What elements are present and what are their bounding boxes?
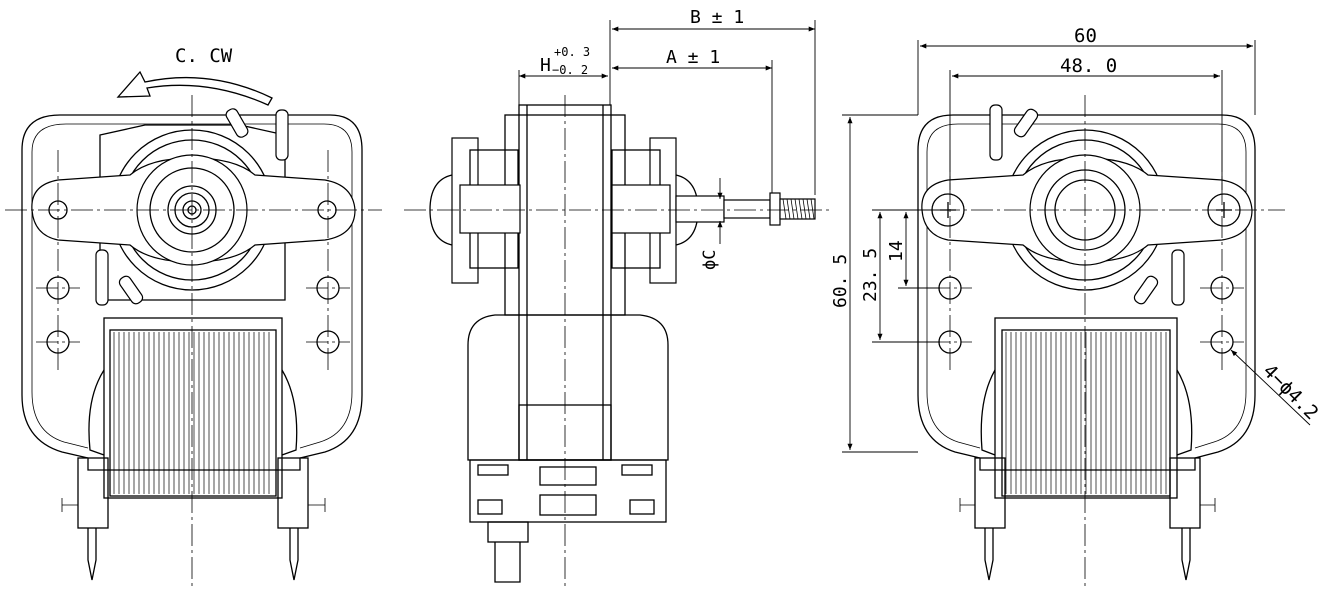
rotation-arrow [116,70,273,106]
shaft-thread [798,198,803,220]
dim-height-mid: 23. 5 [860,248,881,302]
rear-view: 60 48. 0 60. 5 23. 5 14 4−ϕ4.2 [830,25,1323,590]
rotation-label: C. CW [175,45,233,67]
dim-h-tol-plus: +0. 3 [554,45,590,59]
dim-height-total: 60. 5 [830,254,851,308]
front-view: C. CW [5,45,382,590]
shaft-thread [802,198,807,220]
dim-width-total: 60 [1074,25,1097,47]
dim-h: H [540,55,551,76]
dim-h-tol-minus: −0. 2 [552,63,588,77]
shaft-thread [806,198,811,220]
shaft-thread [794,198,799,220]
dim-a: A ± 1 [666,47,720,68]
shaft-thread [782,198,787,220]
shaft-thread [786,198,791,220]
dim-holes: 4−ϕ4.2 [1258,360,1322,424]
shaft-thread [790,198,795,220]
dim-width-holes: 48. 0 [1060,55,1117,77]
dim-b: B ± 1 [690,7,744,28]
dim-phi-c: ϕC [700,250,720,270]
shaft-thread [810,198,815,220]
dim-height-small: 14 [886,240,907,262]
side-view: B ± 1 A ± 1 H +0. 3 −0. 2 ϕC [404,7,830,590]
